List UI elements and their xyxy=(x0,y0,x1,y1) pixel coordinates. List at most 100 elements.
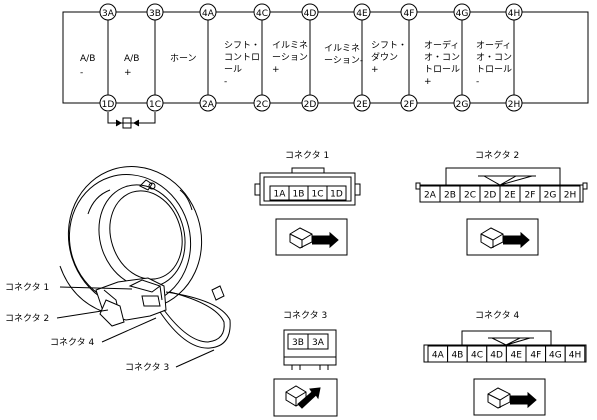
circuit-label-line: オーディ xyxy=(424,39,459,51)
callout-connector-4: コネクタ 4 xyxy=(50,337,95,348)
connector-pin-label: 4B xyxy=(451,351,463,361)
connector-pin-label: 2D xyxy=(484,191,497,201)
connector-1-view-icon xyxy=(275,218,348,256)
connector-pin-label: 4F xyxy=(530,351,541,361)
circuit-label-line: オ・コン xyxy=(424,52,460,63)
circuit-label-line: ダウン xyxy=(371,51,398,63)
bottom-terminal-label: 2D xyxy=(304,100,317,110)
circuit-label-line: A/B xyxy=(124,54,139,64)
top-terminal-label: 3B xyxy=(149,9,161,19)
circuit-label-line: ール xyxy=(224,65,242,75)
terminal-circle xyxy=(353,3,371,21)
terminal-circle xyxy=(353,94,371,112)
bottom-terminal-label: 1D xyxy=(102,100,115,110)
terminal-circle xyxy=(146,94,164,112)
connector-pin-cell xyxy=(307,333,329,350)
callout-leader-lines xyxy=(56,286,215,368)
terminal-circle xyxy=(253,94,271,112)
circuit-label-line: ーション- xyxy=(324,56,363,66)
connector-pin-label: 2A xyxy=(424,191,437,201)
connector-pin-label: 3B xyxy=(292,338,304,348)
connector-pin-label: 2F xyxy=(525,191,536,201)
circuit-column: 3B 1C A/B + xyxy=(124,3,164,112)
circuit-label-line: イルミネ xyxy=(324,43,360,54)
circuit-label-line: - xyxy=(476,77,479,87)
connector-pin-label: 4A xyxy=(432,351,445,361)
terminal-circle xyxy=(199,94,217,112)
connector-pin-label: 2C xyxy=(464,191,476,201)
circuit-column: 3A 1D A/B - xyxy=(80,3,117,112)
connector-2-view-icon xyxy=(466,218,539,256)
circuit-label-line: コントロ xyxy=(224,53,260,63)
circuit-label-line: シフト・ xyxy=(371,41,407,51)
callout-connector-3: コネクタ 3 xyxy=(125,362,169,373)
circuit-label-line: ーション xyxy=(272,53,308,63)
connector-2-title: コネクタ 2 xyxy=(475,150,519,161)
circuit-label-line: オ・コン xyxy=(476,52,512,63)
bottom-terminal-label: 2E xyxy=(356,100,368,110)
top-terminal-label: 4H xyxy=(508,9,521,19)
connector-4-view-icon xyxy=(473,378,546,416)
bottom-terminal-label: 2F xyxy=(404,100,415,110)
connector-3-view-icon xyxy=(273,378,338,417)
terminal-circle xyxy=(453,3,471,21)
terminal-circle xyxy=(400,3,418,21)
connector-3-pins: 3B 3A xyxy=(287,333,329,350)
circuit-label-line: トロール xyxy=(424,65,460,75)
terminal-circle xyxy=(99,3,117,21)
connector-pin-label: 2E xyxy=(504,191,516,201)
terminal-circle xyxy=(505,94,523,112)
connector-pin-label: 1D xyxy=(330,190,343,200)
circuit-label-line: - xyxy=(80,68,83,78)
connector-pin-label: 1B xyxy=(293,190,305,200)
terminal-circle xyxy=(199,3,217,21)
circuit-label-line: A/B xyxy=(80,54,95,64)
connector-pin-label: 1C xyxy=(311,190,323,200)
connector-pin-label: 2G xyxy=(544,191,557,201)
connector-pin-label: 1A xyxy=(274,190,287,200)
circuit-label-line: + xyxy=(272,65,280,75)
circuit-label-line: + xyxy=(424,77,432,87)
circuit-label-line: トロール xyxy=(476,65,512,75)
circuit-label-line: イルミネ xyxy=(272,40,308,51)
top-terminal-label: 4G xyxy=(456,9,469,19)
circuit-label-line: - xyxy=(224,77,227,87)
top-terminal-label: 4A xyxy=(202,9,215,19)
connector-pin-label: 3A xyxy=(312,338,325,348)
connector-pin-label: 4G xyxy=(549,351,562,361)
top-terminal-label: 3A xyxy=(102,9,115,19)
circuit-label-line: シフト・ xyxy=(224,41,260,51)
connector-1-title: コネクタ 1 xyxy=(285,150,329,161)
top-terminal-label: 4C xyxy=(256,9,268,19)
bottom-terminal-label: 2C xyxy=(256,100,268,110)
terminal-circle xyxy=(453,94,471,112)
connector-pin-label: 2H xyxy=(564,191,577,201)
connector-pin-label: 4E xyxy=(510,351,522,361)
resistor-symbol xyxy=(107,112,156,129)
connector-1-pins: 1A 1B 1C 1D xyxy=(269,185,347,201)
circuit-label-line: オーディ xyxy=(476,39,511,51)
schematic-frame xyxy=(62,11,589,104)
connector-pin-label: 4C xyxy=(471,351,483,361)
terminal-circle xyxy=(301,3,319,21)
terminal-circle xyxy=(400,94,418,112)
callout-connector-2: コネクタ 2 xyxy=(5,313,49,324)
connector-1-body xyxy=(254,167,361,206)
circuit-label-line: + xyxy=(124,68,132,78)
connector-3-title: コネクタ 3 xyxy=(283,310,327,321)
bottom-terminal-label: 2A xyxy=(202,100,215,110)
bottom-terminal-label: 2H xyxy=(508,100,521,110)
terminal-circle xyxy=(253,3,271,21)
bottom-terminal-label: 1C xyxy=(149,100,161,110)
circuit-label-line: + xyxy=(371,65,379,75)
